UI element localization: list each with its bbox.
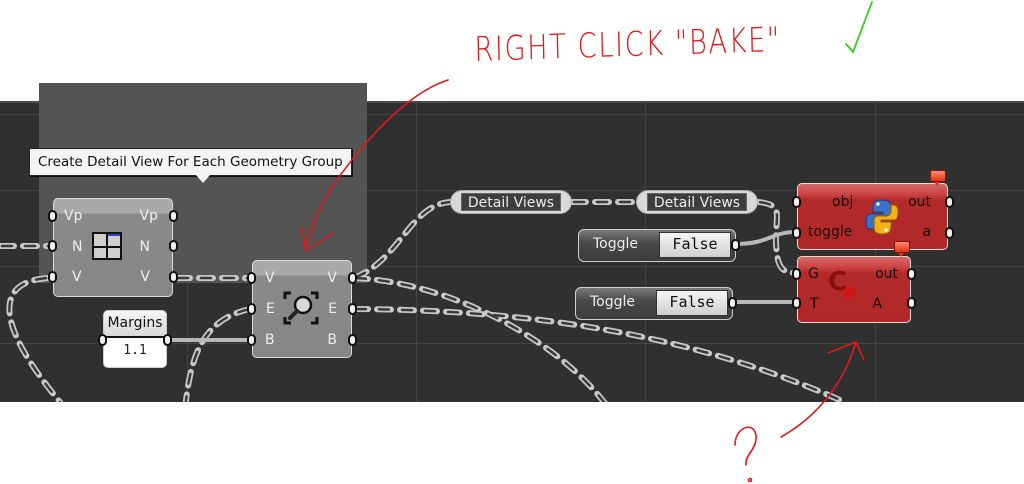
output-v[interactable]: V (140, 269, 150, 285)
boolean-toggle-2[interactable]: Toggle False (575, 287, 733, 320)
zoom-extents-component[interactable]: V E B V E B (252, 260, 352, 358)
warning-balloon-icon[interactable] (930, 170, 946, 186)
input-n[interactable]: N (72, 239, 83, 255)
input-grip[interactable] (48, 271, 57, 283)
grid-line (0, 266, 1024, 267)
toggle-value[interactable]: False (656, 290, 728, 316)
output-grip[interactable] (907, 268, 916, 280)
input-vp[interactable]: Vp (64, 208, 83, 224)
output-grip[interactable] (348, 272, 357, 284)
input-v[interactable]: V (72, 269, 82, 285)
input-b[interactable]: B (265, 332, 275, 348)
grid-line (875, 103, 876, 402)
input-grip[interactable] (247, 334, 256, 346)
output-grip[interactable] (945, 196, 954, 208)
input-e[interactable]: E (266, 301, 275, 317)
output-v[interactable]: V (327, 270, 337, 286)
csharp-script-component[interactable]: G T out A C # (797, 256, 911, 323)
output-grip[interactable] (169, 240, 178, 252)
question-mark (734, 426, 757, 483)
python-script-component[interactable]: obj toggle out a (797, 183, 948, 250)
input-grip[interactable] (98, 334, 107, 346)
viewport-component[interactable]: Vp N V Vp N V (53, 198, 173, 297)
input-grip[interactable] (247, 303, 256, 315)
output-grip[interactable] (348, 334, 357, 346)
viewport-grid-icon (92, 232, 122, 260)
relay-label: Detail Views (461, 193, 561, 211)
output-grip[interactable] (907, 297, 916, 309)
output-a[interactable]: A (872, 296, 882, 312)
toggle-label: Toggle (593, 236, 639, 252)
input-obj[interactable]: obj (832, 194, 854, 210)
input-grip[interactable] (792, 196, 801, 208)
zoom-extents-icon (283, 291, 319, 325)
input-grip[interactable] (48, 240, 57, 252)
output-grip[interactable] (945, 227, 954, 239)
grid-line (0, 114, 1024, 115)
input-g[interactable]: G (808, 266, 819, 282)
toggle-value[interactable]: False (659, 232, 731, 258)
margins-label: Margins (104, 311, 166, 338)
input-grip[interactable] (792, 297, 801, 309)
input-v[interactable]: V (265, 270, 275, 286)
group-tooltip: Create Detail View For Each Geometry Gro… (29, 148, 352, 183)
output-e[interactable]: E (328, 301, 337, 317)
relay-label: Detail Views (647, 193, 747, 211)
csharp-icon: C # (828, 267, 858, 304)
margins-number-slider[interactable]: Margins 1.1 (103, 310, 167, 368)
input-grip[interactable] (792, 268, 801, 280)
relay-detail-views-1[interactable]: Detail Views (450, 190, 572, 214)
output-a[interactable]: a (922, 224, 931, 240)
boolean-toggle-1[interactable]: Toggle False (578, 229, 736, 262)
output-grip[interactable] (728, 297, 737, 309)
annotation-right-click-bake: RIGHT CLICK "BAKE" (474, 19, 782, 70)
input-grip[interactable] (48, 210, 57, 222)
output-vp[interactable]: Vp (139, 208, 158, 224)
input-grip[interactable] (792, 227, 801, 239)
output-out[interactable]: out (908, 194, 931, 210)
output-grip[interactable] (163, 334, 172, 346)
output-grip[interactable] (348, 303, 357, 315)
margins-value[interactable]: 1.1 (123, 343, 147, 358)
output-b[interactable]: B (327, 332, 337, 348)
input-grip[interactable] (247, 272, 256, 284)
output-grip[interactable] (169, 210, 178, 222)
output-out[interactable]: out (875, 266, 898, 282)
toggle-label: Toggle (590, 294, 636, 310)
relay-detail-views-2[interactable]: Detail Views (636, 190, 758, 214)
output-grip[interactable] (731, 239, 740, 251)
output-grip[interactable] (169, 271, 178, 283)
python-icon (865, 199, 899, 235)
grid-line (416, 103, 417, 402)
input-toggle[interactable]: toggle (808, 224, 853, 240)
warning-balloon-icon[interactable] (894, 241, 910, 257)
input-t[interactable]: T (810, 296, 819, 312)
output-n[interactable]: N (139, 239, 150, 255)
check-icon (845, 1, 873, 53)
